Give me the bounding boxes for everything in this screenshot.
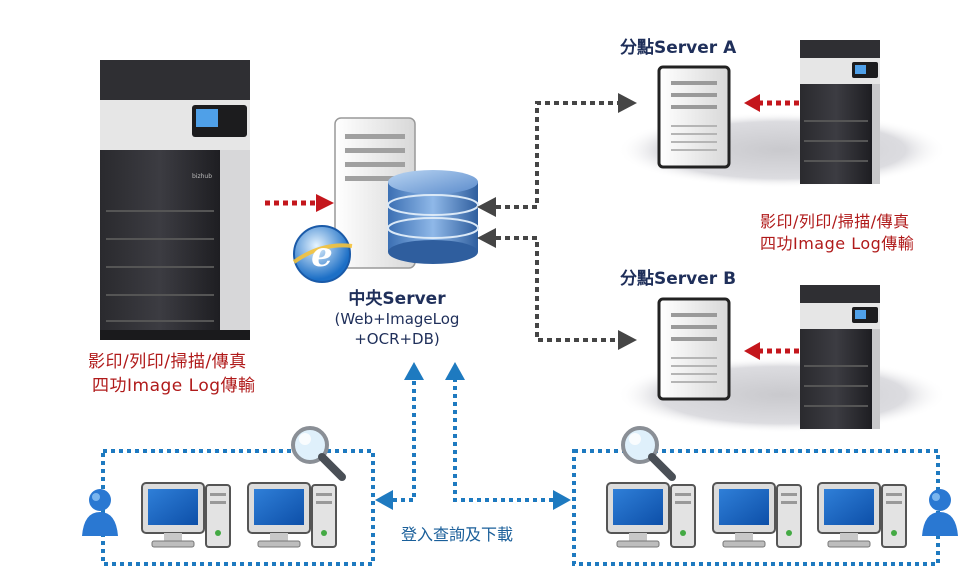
branch-a-caption: 影印/列印/掃描/傳真 四功Image Log傳輸: [760, 211, 914, 255]
search-icon-left: [293, 428, 342, 477]
client-pc-5: [817, 482, 907, 548]
left-mfp-caption: 影印/列印/掃描/傳真 四功Image Log傳輸: [88, 350, 256, 398]
branch-a-caption-line1: 影印/列印/掃描/傳真: [760, 212, 910, 231]
branch-b-title: 分點Server B: [620, 269, 737, 289]
link-clients-left-side-head: [375, 490, 393, 510]
client-pc-2: [247, 482, 337, 548]
mfp-brand-label: bizhub: [192, 173, 212, 180]
browser-icon-glyph: e: [311, 235, 333, 275]
link-central-branch-a: [496, 101, 620, 209]
branch-b-server-tower: [657, 297, 731, 401]
central-server-title: 中央Server: [348, 289, 446, 309]
branch-b-mfp: [800, 285, 880, 429]
link-branch-a-head: [618, 93, 637, 113]
central-server-line2: +OCR+DB): [354, 330, 440, 348]
branch-a-title: 分點Server A: [620, 38, 737, 58]
branch-a-caption-line2: 四功Image Log傳輸: [760, 234, 915, 253]
arrow-mfp-to-central-head: [316, 194, 334, 212]
client-group-right: [572, 449, 940, 566]
client-pc-1: [141, 482, 231, 548]
central-server-line1: (Web+ImageLog: [334, 310, 460, 328]
central-database-icon: [387, 170, 479, 264]
central-server-label: 中央Server (Web+ImageLog +OCR+DB): [312, 289, 482, 349]
left-mfp: bizhub: [100, 60, 250, 340]
link-branch-b-head: [618, 330, 637, 350]
link-central-a-head: [477, 197, 496, 217]
client-pc-4: [712, 482, 802, 548]
link-clients-left: [393, 378, 416, 502]
link-clients-left-up-head: [404, 362, 424, 380]
user-icon-left: [82, 489, 118, 536]
client-pc-3: [606, 482, 696, 548]
arrow-mfp-to-branch-b-head: [744, 342, 760, 360]
arrow-mfp-to-branch-a-head: [744, 94, 760, 112]
link-central-branch-b: [496, 236, 620, 342]
browser-icon: e: [292, 225, 353, 283]
branch-a-mfp: [800, 40, 880, 184]
link-central-b-head: [477, 228, 496, 248]
client-link-label: 登入查詢及下載: [401, 525, 514, 544]
link-clients-right: [453, 378, 553, 502]
link-clients-right-side-head: [553, 490, 571, 510]
left-mfp-caption-line1: 影印/列印/掃描/傳真: [88, 352, 247, 372]
link-clients-right-up-head: [445, 362, 465, 380]
user-icon-right: [922, 489, 958, 536]
branch-a-server-tower: [657, 65, 731, 169]
left-mfp-caption-line2: 四功Image Log傳輸: [92, 376, 256, 396]
